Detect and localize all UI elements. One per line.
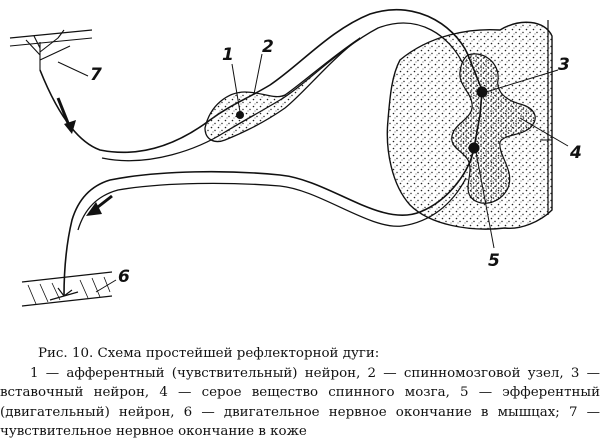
efferent-neuron-fibre-outer [77,177,467,231]
leader-line-5 [475,151,495,249]
caption-title: Рис. 10. Схема простейшей рефлекторной д… [38,346,380,361]
figure-caption: Рис. 10. Схема простейшей рефлекторной д… [0,344,600,442]
leader-line-4 [519,117,569,147]
efferent-neuron-fibre [63,147,475,297]
label-6: 6 [118,267,130,287]
label-2: 2 [262,37,274,57]
reflex-arc-diagram: 1 2 3 4 5 6 7 [9,8,582,307]
leader-line-2 [253,53,263,95]
interneuron-fibre [473,91,483,149]
leader-line-3 [485,69,559,93]
label-7: 7 [90,65,102,85]
caption-legend: 1 — афферентный (чувствительный) нейрон,… [0,365,600,440]
leader-line-1 [231,63,241,113]
leader-line-6 [95,279,117,293]
muscle-motor-ending [21,271,113,307]
afferent-neuron-fibre [39,8,483,154]
grey-matter [451,53,536,204]
efferent-direction-arrowhead [86,202,102,216]
label-1: 1 [222,45,234,65]
afferent-direction-arrowhead [64,120,76,134]
label-3: 3 [558,55,570,75]
sensory-neuron-body [236,111,244,119]
label-5: 5 [488,251,500,271]
leader-line-7 [57,61,89,77]
skin-receptor [9,29,93,70]
label-4: 4 [569,143,582,163]
